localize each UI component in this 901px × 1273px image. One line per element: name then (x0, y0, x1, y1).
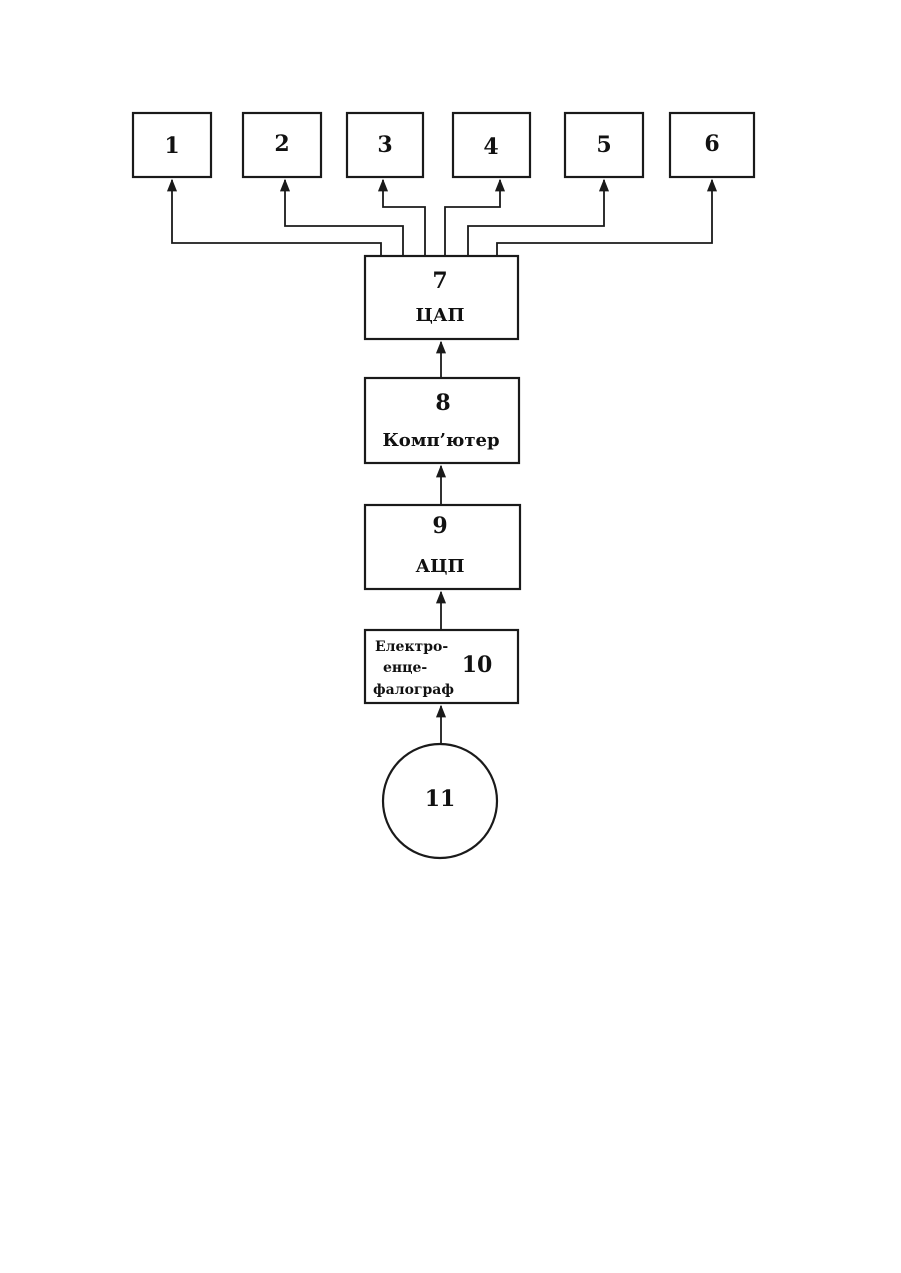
block-2-number: 2 (274, 131, 289, 157)
block-9-adc: 9 АЦП (365, 505, 520, 589)
block-1: 1 (133, 113, 211, 177)
block-7-dac: 7 ЦАП (365, 256, 518, 339)
connector-7-to-3 (383, 180, 425, 256)
block-5-number: 5 (596, 132, 611, 158)
block-8-label: Комп’ютер (382, 430, 499, 451)
block-11-number: 11 (425, 786, 456, 812)
connector-7-to-2 (285, 180, 403, 256)
connector-7-to-5 (468, 180, 604, 256)
connector-7-to-1 (172, 180, 381, 256)
connector-7-to-4 (445, 180, 500, 256)
block-10-eeg: Електро- енце- фалограф 10 (365, 630, 518, 703)
block-4-number: 4 (483, 134, 498, 160)
block-9-number: 9 (432, 513, 447, 539)
block-3: 3 (347, 113, 423, 177)
block-8-number: 8 (435, 390, 450, 416)
block-7-number: 7 (432, 268, 447, 294)
block-10-label-line-3: фалограф (373, 682, 454, 698)
block-1-number: 1 (164, 133, 179, 159)
block-7-label: ЦАП (415, 305, 464, 326)
block-4: 4 (453, 113, 530, 177)
block-6: 6 (670, 113, 754, 177)
block-10-label-line-2: енце- (383, 660, 427, 676)
block-2: 2 (243, 113, 321, 177)
block-11-source: 11 (383, 744, 497, 858)
block-8-computer: 8 Комп’ютер (365, 378, 519, 463)
block-3-number: 3 (377, 132, 392, 158)
block-9-label: АЦП (415, 556, 464, 577)
block-6-number: 6 (704, 131, 719, 157)
block-10-number: 10 (462, 652, 493, 678)
block-5: 5 (565, 113, 643, 177)
block-10-label-line-1: Електро- (375, 639, 448, 655)
